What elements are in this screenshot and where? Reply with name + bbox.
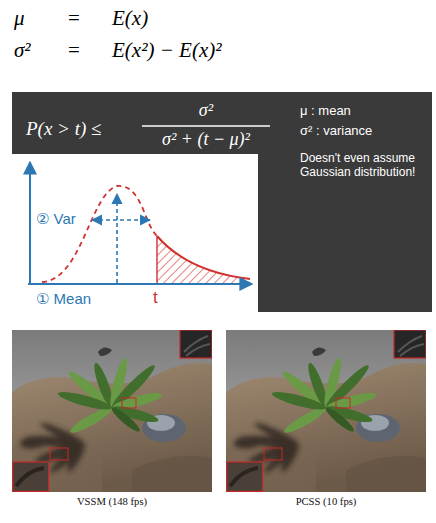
tail-curve [157,236,250,279]
symbol-note: σ² : variance [300,124,372,139]
image-caption: PCSS (10 fps) [226,496,426,508]
fraction-numerator: σ² [142,100,270,121]
formula-term: E(x²) − E(x)² [112,38,222,62]
axis-label: ② Var [36,210,76,227]
fraction-denominator: σ² + (t − μ)² [142,129,270,150]
image-caption: VSSM (148 fps) [12,496,212,508]
render-panel: PCSS (10 fps) [226,330,426,515]
fraction-bar [142,125,270,126]
chart-inset: ② Var ① Mean t [12,154,258,312]
variance-arrow [92,219,150,221]
mean-line [116,194,118,283]
formula-panel: ② Var ① Mean t P(x > t) ≤ σ² σ² + (t − μ)² μ :… [12,92,432,312]
render-illustration [226,330,426,492]
tail-hatch [157,236,250,284]
y-axis [29,162,31,284]
inequality-text: P(x > t) ≤ [26,118,101,140]
equals-sign: = [68,6,80,30]
formula-term: μ [14,6,25,30]
axis-label: ① Mean [36,290,91,307]
formula-term: E(x) [112,6,148,30]
render-illustration [12,330,212,492]
formula-term: σ² [14,38,31,62]
symbol-note: μ : mean [300,104,351,119]
distribution-chart [12,154,258,312]
equals-sign: = [68,38,80,62]
remark-note: Doesn't even assume Gaussian distributio… [300,152,428,180]
threshold-label: t [153,288,158,308]
density-curve [42,186,157,282]
render-panel: VSSM (148 fps) [12,330,212,515]
x-axis [28,283,252,285]
